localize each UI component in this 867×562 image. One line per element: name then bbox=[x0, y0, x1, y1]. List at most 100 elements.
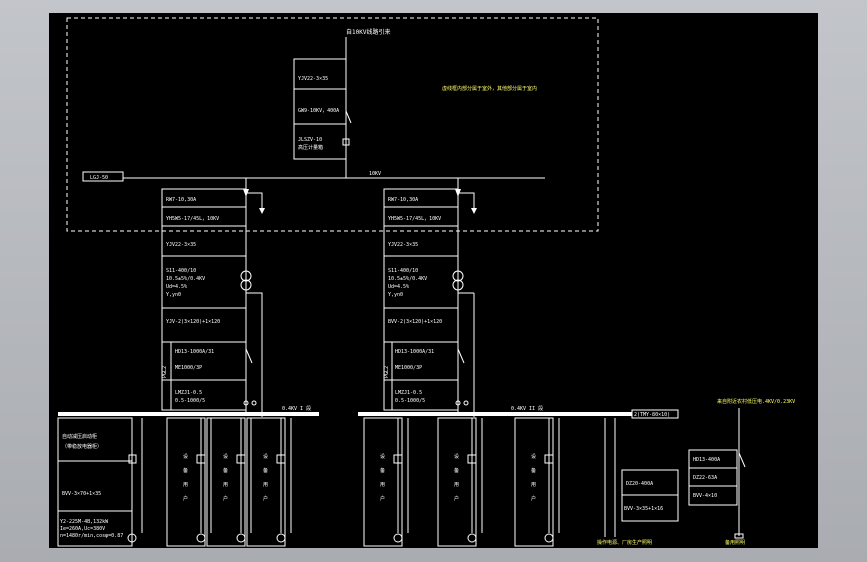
unit2-lv-breaker-switch[interactable] bbox=[457, 348, 465, 364]
unit1-tr-c: Ud=4.5% bbox=[166, 284, 187, 290]
unit2-tr-b: 10.5±5%/0.4KV bbox=[388, 276, 427, 282]
motor-spec-c: n=1480r/min,cosφ=0.87 bbox=[60, 533, 123, 539]
starter-breaker-box[interactable] bbox=[128, 454, 137, 464]
incoming-line-label: 自10KV线路引来 bbox=[346, 28, 390, 36]
cabinet-label-char: 备 bbox=[454, 467, 459, 474]
hv-disconnect-switch[interactable] bbox=[345, 110, 352, 124]
unit2-ct-symbol bbox=[455, 400, 461, 406]
unit2-arrester: YH5W5-17/45L，10KV bbox=[388, 216, 441, 222]
unit1-spec-box bbox=[161, 188, 247, 411]
starter-title-b: （带稳放电器柜） bbox=[62, 443, 102, 450]
feeder-cabinet bbox=[246, 417, 286, 547]
cabinet-motor-symbol bbox=[276, 533, 286, 543]
cabinet-label-char: 备 bbox=[531, 467, 536, 474]
busway-box bbox=[631, 409, 679, 419]
unit2-fuse: RW7-10,30A bbox=[388, 197, 418, 203]
cabinet-label-char: 设 bbox=[454, 453, 459, 460]
unit1-lv-breaker-switch[interactable] bbox=[245, 348, 253, 364]
outdoor-boundary bbox=[66, 17, 599, 232]
cabinet-label-char: 设 bbox=[263, 453, 268, 460]
feeder-group-bus1 bbox=[166, 417, 286, 547]
unit1-tr-a: S11-400/10 bbox=[166, 268, 196, 274]
electrical-single-line-diagram: 自10KV线路引来 虚线框内部分属于室外，其他部分属于室内 YJV22-3×35… bbox=[57, 17, 795, 547]
cabinet-label-char: 设 bbox=[223, 453, 228, 460]
unit2-ct-b: 0.5-1000/5 bbox=[395, 398, 425, 404]
cabinet-label-char: 户 bbox=[183, 495, 188, 502]
transformer-unit-1: RW7-10,30A YH5W5-17/45L，10KV YJV22-3×35 … bbox=[161, 178, 311, 417]
unit1-ct-symbol bbox=[243, 400, 249, 406]
cabinet-label-char: 设 bbox=[183, 453, 188, 460]
left-line-box bbox=[82, 171, 124, 182]
motor-spec-b: Ie=260A,Uc=380V bbox=[60, 526, 105, 532]
cabinet-motor-symbol bbox=[393, 533, 403, 543]
cabinet-motor-symbol bbox=[544, 533, 554, 543]
standby-spec-c: BVV-4×10 bbox=[693, 493, 717, 499]
standby-label: 备用照明 bbox=[725, 539, 745, 546]
unit1-ct-b: 0.5-1000/5 bbox=[175, 398, 205, 404]
unit1-lv-cable: YJV-2(3×120)+1×120 bbox=[166, 319, 220, 325]
standby-source-label: 来自附近农村低压电.4KV/0.23KV bbox=[717, 398, 795, 405]
cabinet-breaker-box[interactable] bbox=[393, 454, 403, 464]
lighting-cable: BVV-3×35+1×16 bbox=[624, 506, 663, 512]
unit2-lv-bus-label: 0.4KV II 段 bbox=[511, 405, 543, 412]
unit1-panel: PGL2 bbox=[162, 366, 168, 378]
feeder-group-bus2 bbox=[363, 417, 554, 547]
unit2-lv-cable: BVV-2(3×120)+1×120 bbox=[388, 319, 442, 325]
cabinet-label-char: 备 bbox=[380, 467, 385, 474]
drawing-canvas[interactable]: 自10KV线路引来 虚线框内部分属于室外，其他部分属于室内 YJV22-3×35… bbox=[49, 13, 818, 548]
cabinet-breaker-box[interactable] bbox=[544, 454, 554, 464]
cabinet-label-char: 户 bbox=[454, 495, 459, 502]
unit2-mccb-b: ME1000/3P bbox=[395, 365, 422, 371]
feeder-cabinet bbox=[437, 417, 477, 547]
standby-switch[interactable] bbox=[738, 452, 746, 468]
left-line-label: LGJ-50 bbox=[90, 175, 108, 181]
unit2-panel: PGL2 bbox=[384, 366, 390, 378]
unit1-transformer-primary bbox=[240, 270, 252, 282]
unit1-mccb-b: ME1000/3P bbox=[175, 365, 202, 371]
hv-incoming-spec-box bbox=[293, 58, 347, 160]
unit2-arrester-branch bbox=[458, 192, 475, 208]
cabinet-breaker-box[interactable] bbox=[276, 454, 286, 464]
starter-title-a: 自动减压启动柜 bbox=[62, 433, 97, 440]
meter-cabinet-symbol bbox=[342, 138, 350, 146]
cabinet-label-char: 用 bbox=[380, 482, 385, 488]
cabinet-label-char: 用 bbox=[531, 482, 536, 488]
unit2-tr-c: Ud=4.5% bbox=[388, 284, 409, 290]
feeder-cabinet bbox=[206, 417, 246, 547]
transformer-unit-2: RW7-10,30A YH5W5-17/45L，10KV YJV22-3×35 … bbox=[383, 178, 543, 417]
cabinet-label-char: 户 bbox=[263, 495, 268, 502]
unit2-ct-symbol bbox=[463, 400, 469, 406]
cabinet-breaker-box[interactable] bbox=[196, 454, 206, 464]
standby-terminal bbox=[734, 533, 744, 539]
cabinet-label-char: 备 bbox=[223, 467, 228, 474]
cabinet-motor-symbol bbox=[467, 533, 477, 543]
motor-spec-a: Y2-225M-4B,132kW bbox=[60, 519, 109, 525]
cabinet-breaker-box[interactable] bbox=[467, 454, 477, 464]
cabinet-label-char: 用 bbox=[223, 482, 228, 488]
feeder-cabinet bbox=[363, 417, 403, 547]
cabinet-label-char: 用 bbox=[263, 482, 268, 488]
cabinet-breaker-box[interactable] bbox=[236, 454, 246, 464]
cabinet-label-char: 设 bbox=[531, 453, 536, 460]
starter-motor-symbol bbox=[127, 533, 137, 543]
unit1-neutral-branch bbox=[246, 292, 263, 297]
unit2-cable: YJV22-3×35 bbox=[388, 242, 418, 248]
unit2-tr-d: Y,yn0 bbox=[388, 292, 403, 298]
unit1-ct-a: LMZJ1-0.5 bbox=[175, 390, 202, 396]
starter-cable: BVV-3×70+1×35 bbox=[62, 491, 101, 497]
hv-cable-label: YJV22-3×35 bbox=[298, 76, 328, 82]
unit2-spec-box bbox=[383, 188, 459, 411]
feeder-cabinet bbox=[514, 417, 554, 547]
unit2-tr-a: S11-400/10 bbox=[388, 268, 418, 274]
unit2-mccb-a: HD13-1000A/31 bbox=[395, 349, 434, 355]
cabinet-label-char: 用 bbox=[454, 482, 459, 488]
cabinet-label-char: 设 bbox=[380, 453, 385, 460]
cabinet-label-char: 户 bbox=[380, 495, 385, 502]
meter-label-a: JLSZV-10 bbox=[298, 137, 322, 143]
unit1-arrester-symbol bbox=[259, 208, 265, 214]
cabinet-label-char: 户 bbox=[223, 495, 228, 502]
busway-label: 2(TMY-80×10) bbox=[634, 412, 670, 418]
unit1-tr-b: 10.5±5%/0.4KV bbox=[166, 276, 205, 282]
outdoor-note: 虚线框内部分属于室外，其他部分属于室内 bbox=[442, 85, 537, 92]
